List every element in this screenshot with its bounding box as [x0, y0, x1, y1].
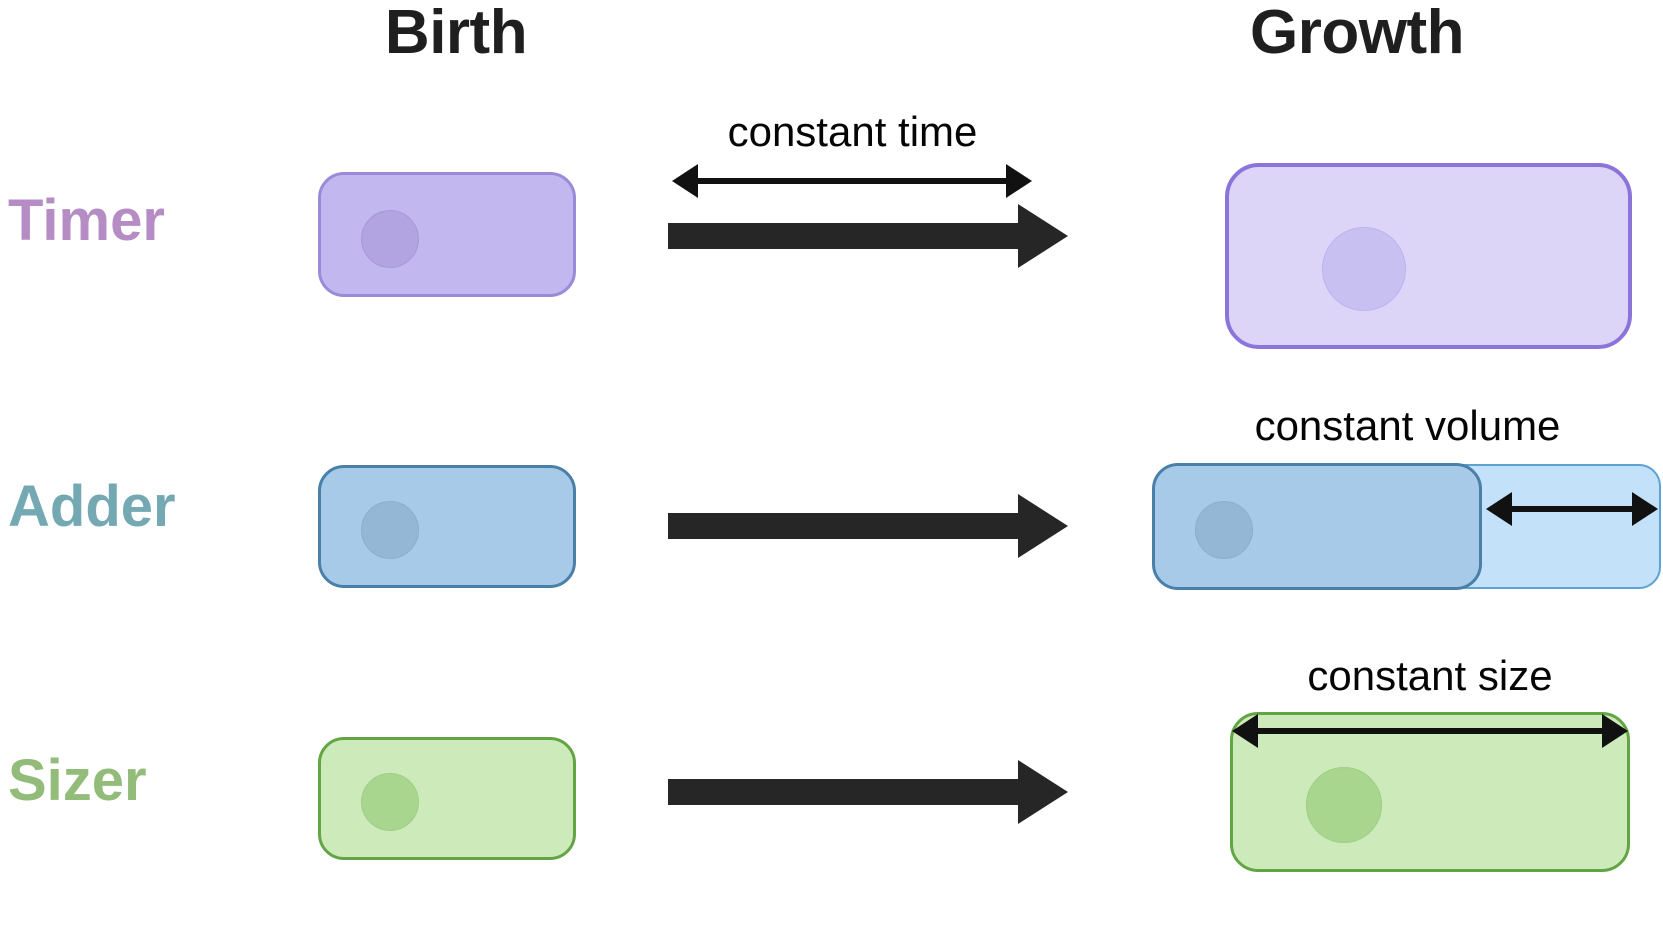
double-headed-arrow-icon-constant-volume	[1486, 492, 1658, 526]
double-headed-arrow-icon-constant-size	[1232, 714, 1628, 748]
arrow-line	[1252, 728, 1608, 734]
arrow-shaft	[668, 223, 1020, 249]
growth-cell-sizer	[1230, 712, 1630, 872]
double-headed-arrow-icon-constant-time	[672, 164, 1032, 198]
arrow-head-icon	[1018, 204, 1068, 268]
growth-cell-adder-original	[1152, 463, 1482, 590]
nucleus-icon	[361, 773, 419, 831]
arrow-head-icon	[1018, 494, 1068, 558]
nucleus-icon	[1195, 501, 1253, 559]
arrow-shaft	[668, 513, 1020, 539]
transition-arrow-sizer	[668, 760, 1068, 824]
measure-caption-constant-volume: constant volume	[1254, 402, 1561, 449]
growth-cell-timer	[1225, 163, 1632, 349]
arrow-head-icon	[1018, 760, 1068, 824]
arrow-shaft	[668, 779, 1020, 805]
arrow-tip-right-icon	[1006, 164, 1032, 198]
nucleus-icon	[361, 501, 419, 559]
arrow-tip-right-icon	[1632, 492, 1658, 526]
row-label-sizer: Sizer	[8, 748, 147, 813]
transition-arrow-timer	[668, 204, 1068, 268]
birth-cell-adder	[318, 465, 576, 588]
nucleus-icon	[1306, 767, 1382, 843]
transition-arrow-adder	[668, 494, 1068, 558]
nucleus-icon	[361, 210, 419, 268]
arrow-line	[1504, 506, 1640, 512]
measure-caption-constant-size: constant size	[1307, 652, 1553, 699]
row-label-adder: Adder	[8, 474, 176, 539]
nucleus-icon	[1322, 227, 1406, 311]
arrow-line	[692, 178, 1012, 184]
measure-caption-constant-time: constant time	[727, 108, 978, 155]
row-label-timer: Timer	[8, 188, 165, 253]
column-header-birth: Birth	[384, 0, 528, 67]
arrow-tip-right-icon	[1602, 714, 1628, 748]
birth-cell-sizer	[318, 737, 576, 860]
birth-cell-timer	[318, 172, 576, 297]
column-header-growth: Growth	[1250, 0, 1464, 67]
